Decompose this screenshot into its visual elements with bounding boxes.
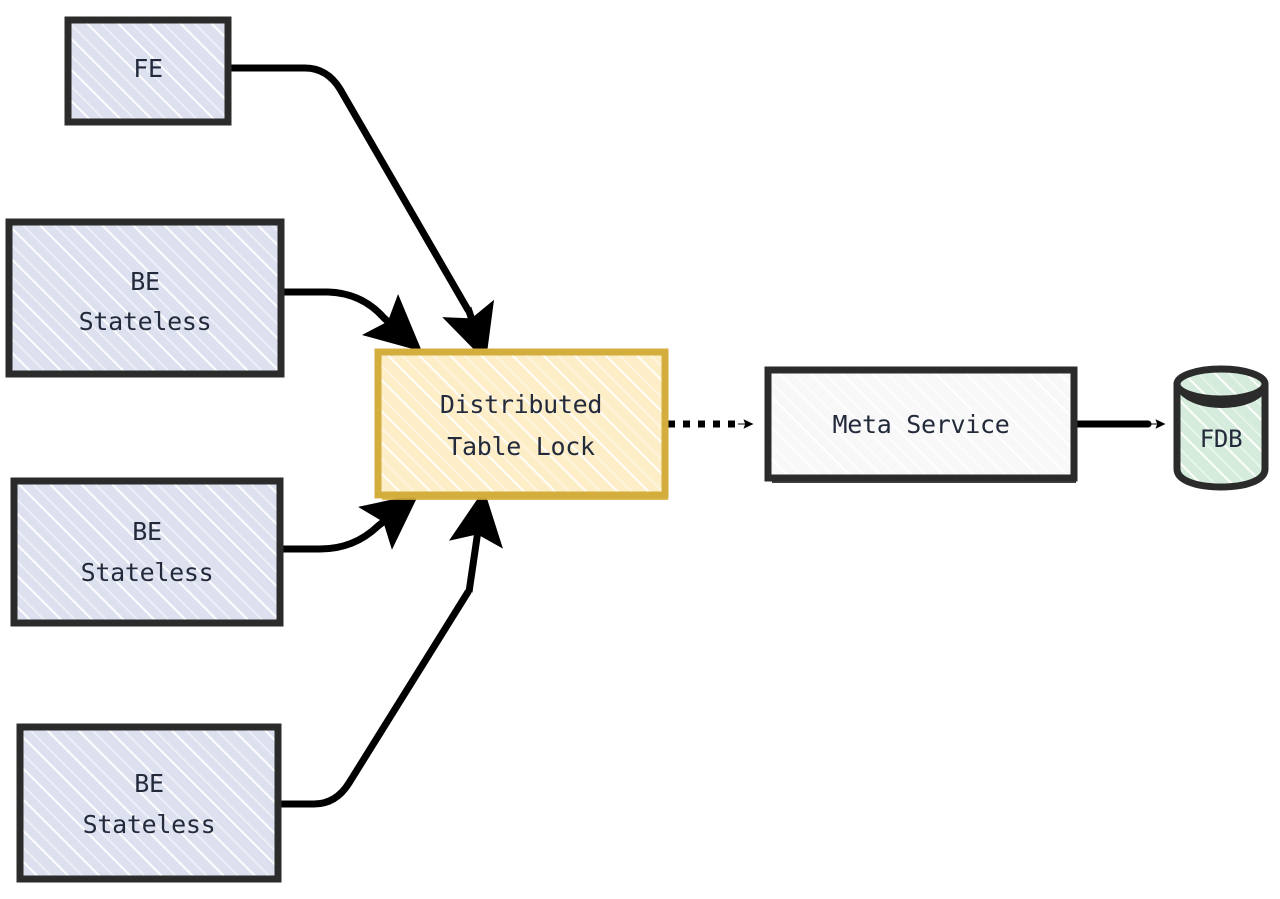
node-be3[interactable]: BE Stateless <box>16 723 282 883</box>
node-meta-label: Meta Service <box>832 410 1009 439</box>
node-lock-shape <box>374 348 669 499</box>
node-be3-shape <box>16 723 282 883</box>
node-fdb-cylinder-body <box>1173 380 1269 491</box>
edge-fe-to-lock[interactable] <box>225 64 495 362</box>
node-fdb[interactable]: FDB <box>1173 365 1269 491</box>
node-lock-label-line2: Table Lock <box>447 432 595 461</box>
node-fe-shape <box>64 16 232 126</box>
node-be1-shape <box>5 218 285 378</box>
node-meta-service[interactable]: Meta Service <box>764 366 1078 483</box>
node-fdb-cylinder-top-inner <box>1178 388 1265 409</box>
node-fe-label: FE <box>133 54 163 83</box>
node-fe[interactable]: FE <box>64 16 232 126</box>
node-be3-label-line1: BE <box>134 769 164 798</box>
node-be1-label-line2: Stateless <box>79 307 212 336</box>
node-be2-label-line2: Stateless <box>81 558 214 587</box>
node-fdb-cylinder-top <box>1173 365 1269 403</box>
node-be2[interactable]: BE Stateless <box>10 477 284 627</box>
edge-be2-to-lock[interactable] <box>277 493 419 553</box>
node-be2-shape <box>10 477 284 627</box>
edge-be1-to-lock[interactable] <box>277 288 422 352</box>
node-meta-shape <box>764 366 1078 482</box>
node-lock-label-line1: Distributed <box>440 390 602 419</box>
node-be1[interactable]: BE Stateless <box>5 218 285 378</box>
node-be2-label-line1: BE <box>132 517 162 546</box>
node-distributed-table-lock[interactable]: Distributed Table Lock <box>374 348 669 500</box>
node-be1-label-line1: BE <box>130 267 160 296</box>
edges-layer <box>225 64 1166 808</box>
node-fdb-label: FDB <box>1200 425 1242 453</box>
edge-be3-to-lock[interactable] <box>277 489 503 808</box>
node-be3-label-line2: Stateless <box>83 810 216 839</box>
